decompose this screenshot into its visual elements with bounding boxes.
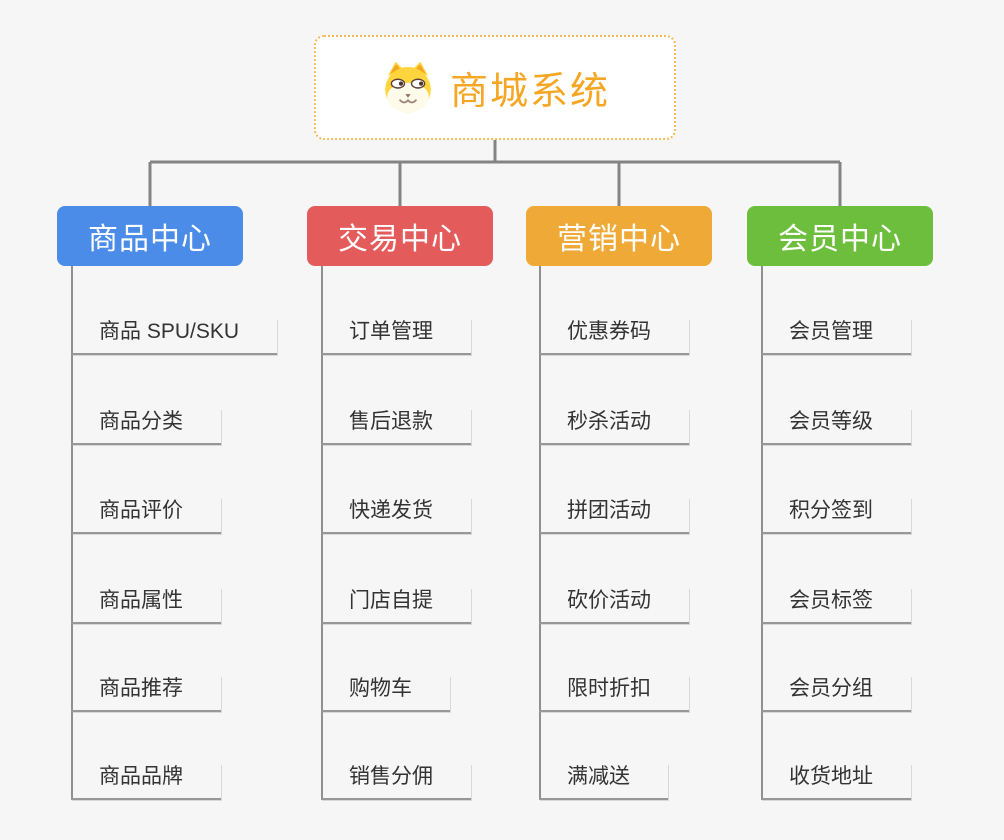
root-node[interactable]: 商城系统: [314, 35, 676, 140]
branch-node-marketing-center[interactable]: 营销中心: [526, 206, 712, 266]
leaf-node[interactable]: 砍价活动: [539, 588, 689, 624]
leaf-node[interactable]: 商品分类: [71, 409, 221, 445]
dog-icon: [385, 61, 431, 112]
leaf-node[interactable]: 积分签到: [761, 498, 911, 534]
leaf-node[interactable]: 拼团活动: [539, 498, 689, 534]
root-title: 商城系统: [449, 71, 610, 113]
leaf-node[interactable]: 销售分佣: [321, 764, 471, 800]
leaf-node[interactable]: 商品评价: [71, 498, 221, 534]
leaf-node[interactable]: 会员管理: [761, 319, 911, 355]
branch-node-member-center[interactable]: 会员中心: [747, 206, 933, 266]
leaf-node[interactable]: 购物车: [321, 676, 450, 712]
leaf-node[interactable]: 满减送: [539, 764, 668, 800]
leaf-node[interactable]: 商品品牌: [71, 764, 221, 800]
leaf-node[interactable]: 商品 SPU/SKU: [71, 319, 278, 355]
branch-node-product-center[interactable]: 商品中心: [57, 206, 243, 266]
leaf-node[interactable]: 优惠券码: [539, 319, 689, 355]
leaf-node[interactable]: 会员标签: [761, 588, 911, 624]
leaf-node[interactable]: 会员分组: [761, 676, 911, 712]
leaf-node[interactable]: 限时折扣: [539, 676, 689, 712]
leaf-node[interactable]: 门店自提: [321, 588, 471, 624]
leaf-node[interactable]: 售后退款: [321, 409, 471, 445]
leaf-node[interactable]: 商品推荐: [71, 676, 221, 712]
leaf-node[interactable]: 商品属性: [71, 588, 221, 624]
leaf-node[interactable]: 秒杀活动: [539, 409, 689, 445]
leaf-node[interactable]: 会员等级: [761, 409, 911, 445]
branch-node-trade-center[interactable]: 交易中心: [307, 206, 493, 266]
leaf-node[interactable]: 订单管理: [321, 319, 471, 355]
leaf-node[interactable]: 收货地址: [761, 764, 911, 800]
leaf-node[interactable]: 快递发货: [321, 498, 471, 534]
